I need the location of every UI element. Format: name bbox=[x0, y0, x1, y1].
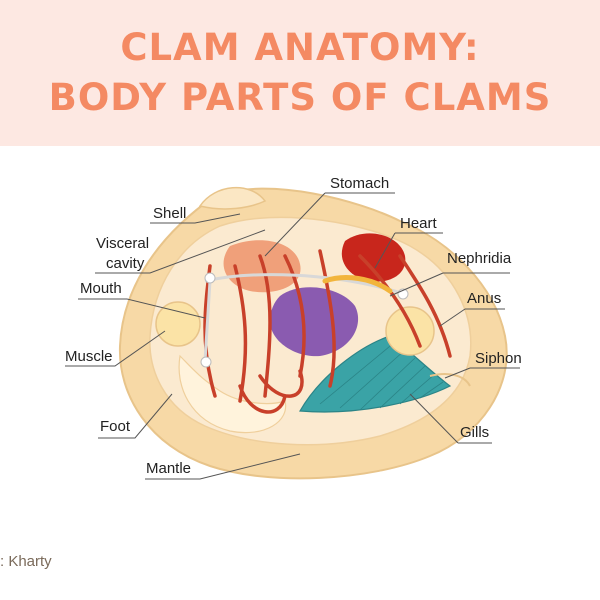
anterior-muscle bbox=[155, 301, 201, 347]
posterior-muscle bbox=[385, 306, 435, 356]
label-cavity: cavity bbox=[106, 255, 145, 272]
title-line-2: BODY PARTS OF CLAMS bbox=[48, 76, 552, 119]
nephridia-organ bbox=[322, 275, 393, 294]
nerve-line-down bbox=[203, 280, 212, 362]
heart-organ bbox=[341, 233, 406, 282]
nerve-line bbox=[204, 273, 406, 296]
label-heart: Heart bbox=[400, 215, 438, 232]
leader-lines bbox=[65, 192, 520, 480]
label-anus: Anus bbox=[467, 290, 501, 307]
label-mantle: Mantle bbox=[146, 460, 191, 477]
title-banner: CLAM ANATOMY: BODY PARTS OF CLAMS bbox=[0, 0, 600, 146]
label-gills: Gills bbox=[460, 424, 489, 441]
title-line-1: CLAM ANATOMY: bbox=[120, 26, 480, 69]
label-mouth: Mouth bbox=[80, 280, 122, 297]
siphon-shape bbox=[429, 373, 471, 387]
label-visceral: Visceral bbox=[96, 235, 149, 252]
label-foot: Foot bbox=[100, 418, 131, 435]
label-siphon: Siphon bbox=[475, 350, 522, 367]
shell-hinge bbox=[198, 187, 267, 210]
clam-anatomy-diagram: Stomach Shell Heart Visceral cavity Neph… bbox=[65, 175, 522, 480]
image-credit: : Kharty bbox=[0, 553, 52, 570]
label-nephridia: Nephridia bbox=[447, 250, 512, 267]
label-shell: Shell bbox=[153, 205, 186, 222]
label-muscle: Muscle bbox=[65, 348, 113, 365]
label-stomach: Stomach bbox=[330, 175, 389, 192]
gills-stripes bbox=[319, 341, 444, 411]
digestive-gland bbox=[270, 287, 359, 357]
